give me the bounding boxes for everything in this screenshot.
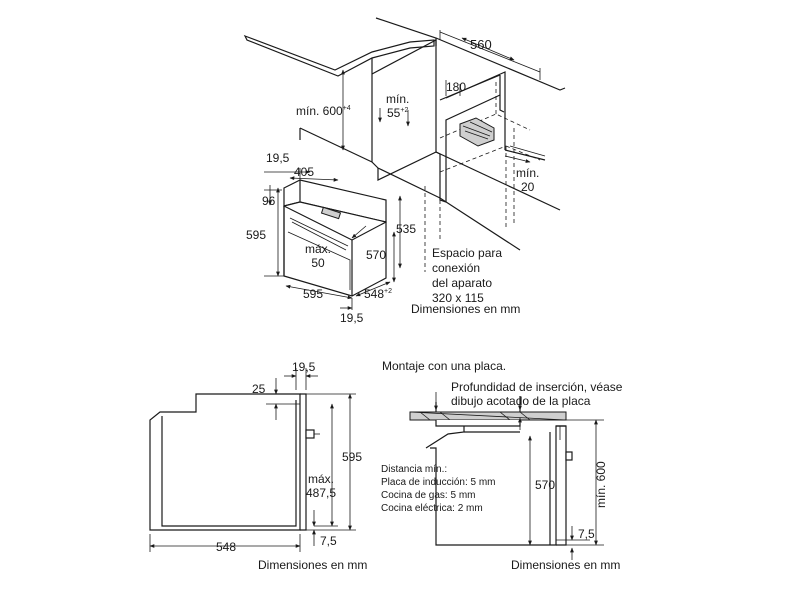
dim-min600-sup: +4 <box>342 105 351 112</box>
cabinet-niche <box>243 17 566 272</box>
dim-570-label: 570 <box>366 248 387 262</box>
dim-min600-label: mín. 600+4 <box>296 104 351 118</box>
units-hob-label: Dimensiones en mm <box>511 558 621 572</box>
dim-min20-text: mín. <box>516 166 540 180</box>
units-top-label: Dimensiones en mm <box>411 302 521 316</box>
dim-548-top-label: 548+2 <box>364 287 392 301</box>
connection-space-label: Espacio para conexión del aparato 320 x … <box>432 246 502 306</box>
dim-19-5-bottom-label: 19,5 <box>340 311 364 325</box>
connection-space-line3: del aparato <box>432 276 493 290</box>
dim-min600-text: mín. 600 <box>296 104 343 118</box>
connection-space-line2: conexión <box>432 261 481 275</box>
oven-isometric <box>283 179 387 297</box>
hob-dim-7-5-label: 7,5 <box>578 527 595 541</box>
dim-19-5-top-label: 19,5 <box>266 151 290 165</box>
dim-min55-text: mín. <box>386 92 410 106</box>
side-dim-595-label: 595 <box>342 450 363 464</box>
dim-min55-label: mín.55+2 <box>386 92 409 120</box>
hob-view <box>409 392 604 560</box>
hob-depth-note-line1: Profundidad de inserción, véase <box>451 380 623 394</box>
dim-535-label: 535 <box>396 222 417 236</box>
dim-595-w-label: 595 <box>303 287 324 301</box>
oven-side-view <box>149 368 356 552</box>
hob-depth-note-line2: dibujo acotado de la placa <box>451 394 591 408</box>
side-dim-19-5-label: 19,5 <box>292 360 316 374</box>
hob-distance-gas: Cocina de gas: 5 mm <box>381 490 476 501</box>
dim-max50-label: máx.50 <box>305 242 331 270</box>
dim-180-label: 180 <box>446 80 467 94</box>
oven-dimension-lines <box>264 168 402 310</box>
side-dim-548-label: 548 <box>216 540 237 554</box>
hob-distance-list: Distancia mín.: Placa de inducción: 5 mm… <box>381 463 496 515</box>
dim-max50-text: máx. <box>305 242 332 256</box>
hob-depth-note: Profundidad de inserción, véase dibujo a… <box>451 380 622 408</box>
dim-405-label: 405 <box>294 165 315 179</box>
dim-max50-value: 50 <box>311 256 325 270</box>
side-dim-25-label: 25 <box>252 382 266 396</box>
hob-dim-570-label: 570 <box>535 478 556 492</box>
hob-distance-title: Distancia mín.: <box>381 464 448 475</box>
dim-min20-label: mín.20 <box>516 166 539 194</box>
units-side-label: Dimensiones en mm <box>258 558 368 572</box>
side-dim-max-label: máx.487,5 <box>306 472 336 500</box>
connection-box <box>459 117 495 147</box>
hob-distance-induction: Placa de inducción: 5 mm <box>381 477 496 488</box>
hob-distance-electric: Cocina eléctrica: 2 mm <box>381 503 483 514</box>
side-dim-7-5-label: 7,5 <box>320 534 337 548</box>
side-dim-max-text: máx. <box>308 472 335 486</box>
hob-title: Montaje con una placa. <box>382 359 507 373</box>
connection-space-line4: 320 x 115 <box>432 291 484 305</box>
dim-548-top-text: 548 <box>364 287 385 301</box>
hob-dim-min600-label: mín. 600 <box>594 461 608 508</box>
dim-min55-value: 55 <box>387 106 401 120</box>
dim-548-top-sup: +2 <box>384 288 393 295</box>
dim-min20-value: 20 <box>520 180 535 194</box>
dim-560-label: 560 <box>470 37 492 52</box>
connection-space-line1: Espacio para <box>432 246 503 260</box>
dim-96-label: 96 <box>262 194 276 208</box>
dim-595-h-label: 595 <box>246 228 267 242</box>
dim-min55-sup: +2 <box>400 107 409 114</box>
side-dim-max-value: 487,5 <box>306 486 337 500</box>
